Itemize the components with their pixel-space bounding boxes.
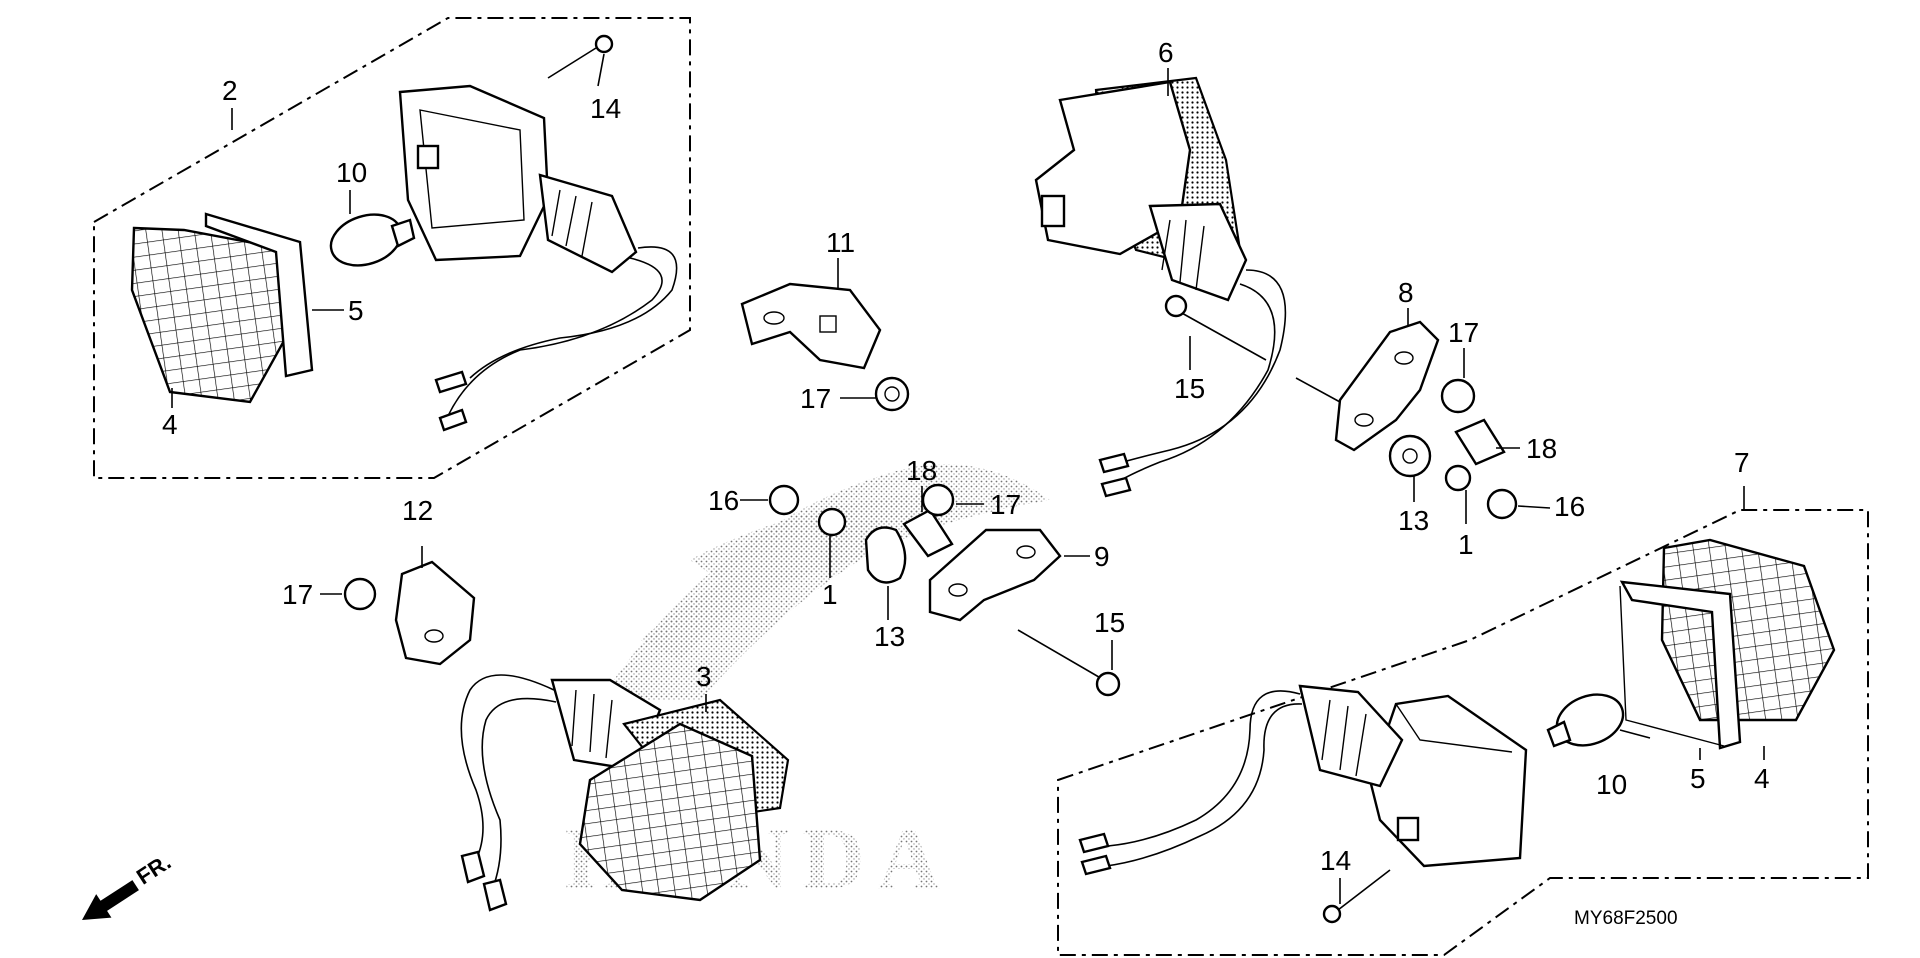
callout-6: 6	[1158, 37, 1174, 68]
nut-part-16-left	[768, 484, 800, 516]
callout-11: 11	[826, 227, 855, 258]
mount-bolt-15-upper	[1179, 311, 1267, 361]
stay-part-8	[1334, 320, 1440, 452]
callout-13-right: 13	[1398, 505, 1429, 536]
housing-left-rear	[398, 84, 550, 262]
nut-part-17-upper-right	[1440, 378, 1476, 414]
left-rear-assembly-boundary	[93, 17, 691, 479]
callout-1-right: 1	[1458, 529, 1474, 560]
right-rear-assembly-boundary	[1057, 509, 1869, 956]
callout-18-right: 18	[1526, 433, 1557, 464]
callout-14-top: 14	[590, 93, 621, 124]
callout-4-right: 4	[1754, 763, 1770, 794]
stay-part-11	[740, 282, 882, 370]
callout-9: 9	[1094, 541, 1110, 572]
callout-4-left: 4	[162, 409, 178, 440]
callout-15-top: 15	[1174, 373, 1205, 404]
mount-bolt-15-lower	[1017, 629, 1105, 681]
housing-right-rear	[1368, 694, 1528, 868]
callout-labels: 2 14 10 5 4 6 11 17 8 17 15 18 13 1 16 7…	[162, 37, 1770, 876]
nut-part-17-lower-left	[343, 577, 377, 611]
lens-part-4-right	[1660, 538, 1836, 722]
nut-part-16-right	[1486, 488, 1518, 520]
grommet-part-13-right	[1388, 434, 1432, 478]
callout-12: 12	[402, 495, 433, 526]
callout-8: 8	[1398, 277, 1414, 308]
callout-5-left: 5	[348, 295, 364, 326]
callout-1-left: 1	[822, 579, 838, 610]
callout-17-a: 17	[800, 383, 831, 414]
callout-16-left: 16	[708, 485, 739, 516]
collar-part-18-left	[902, 508, 954, 558]
callout-13-left: 13	[874, 621, 905, 652]
callout-18-left: 18	[906, 455, 937, 486]
leader-lines	[171, 53, 1765, 904]
lens-part-4-left	[130, 226, 292, 404]
callout-17-d: 17	[282, 579, 313, 610]
turn-signal-assembly-right-rear	[1078, 538, 1836, 924]
grommet-part-13-left	[864, 526, 907, 584]
callout-15-bottom: 15	[1094, 607, 1125, 638]
collar-part-1-right	[1444, 464, 1472, 492]
callout-2: 2	[222, 75, 238, 106]
turn-signal-assembly-left	[130, 34, 678, 432]
stay-part-9	[928, 528, 1062, 622]
collar-part-18-right	[1454, 418, 1506, 466]
callout-7: 7	[1734, 447, 1750, 478]
nut-part-17-upper-left	[874, 376, 910, 412]
callout-10-left: 10	[336, 157, 367, 188]
front-arrow-icon: FR.	[82, 849, 175, 920]
diagram-code: MY68F2500	[1574, 908, 1678, 929]
callout-17-c: 17	[990, 489, 1021, 520]
front-direction-label: FR.	[132, 849, 175, 889]
lens-part-4-front	[578, 722, 762, 902]
turn-signal-assembly-left-front	[460, 674, 790, 912]
turn-signal-assembly-right-front	[1034, 76, 1287, 498]
callout-10-right: 10	[1596, 769, 1627, 800]
callout-17-b: 17	[1448, 317, 1479, 348]
stay-part-12	[394, 560, 476, 666]
callout-16-right: 16	[1554, 491, 1585, 522]
callout-14-bottom: 14	[1320, 845, 1351, 876]
callout-5-right: 5	[1690, 763, 1706, 794]
callout-3: 3	[696, 661, 712, 692]
collar-part-1-left	[817, 507, 847, 537]
nut-part-17-mid	[921, 483, 955, 517]
